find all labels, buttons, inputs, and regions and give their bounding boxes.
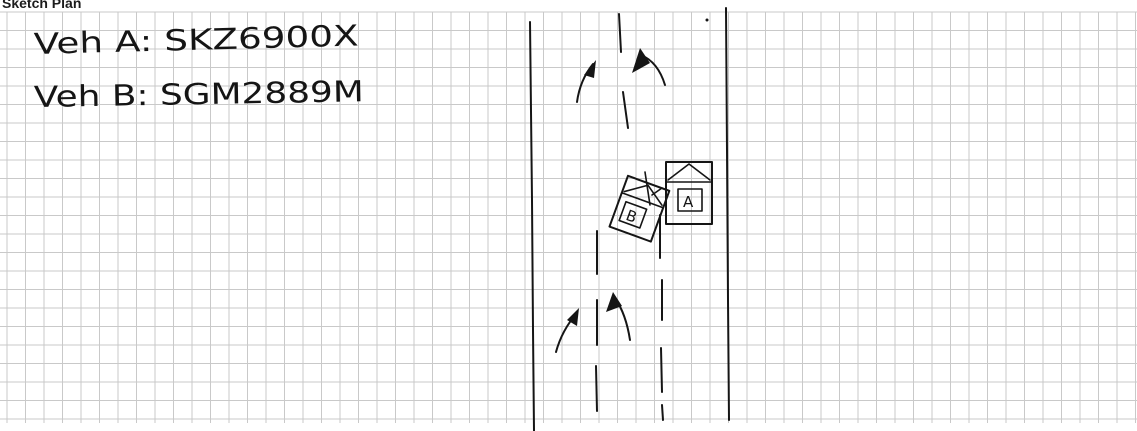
road-left-edge: [530, 22, 534, 431]
vehicle-notes: Veh A: SKZ6900X Veh B: SGM2889M: [33, 19, 364, 114]
arrow-up-left-top: [577, 60, 596, 102]
vehicle-a-label: A: [683, 193, 694, 211]
vehicle-b-label: B: [624, 206, 640, 226]
lane-divider-right-dash: [662, 405, 663, 420]
note-vehicle-b: Veh B: SGM2889M: [34, 74, 365, 114]
lane-divider-left-dash: [596, 366, 597, 411]
lane-divider-right-dash: [661, 348, 662, 392]
lane-divider-left-dash: [619, 14, 621, 52]
note-vehicle-a: Veh A: SKZ6900X: [33, 19, 359, 61]
impact-mark: [645, 172, 662, 205]
page-title: Sketch Plan: [2, 0, 81, 11]
pen-dot: [706, 19, 709, 22]
graph-paper-grid: [0, 12, 1137, 423]
arrow-curve-top: [632, 48, 665, 85]
